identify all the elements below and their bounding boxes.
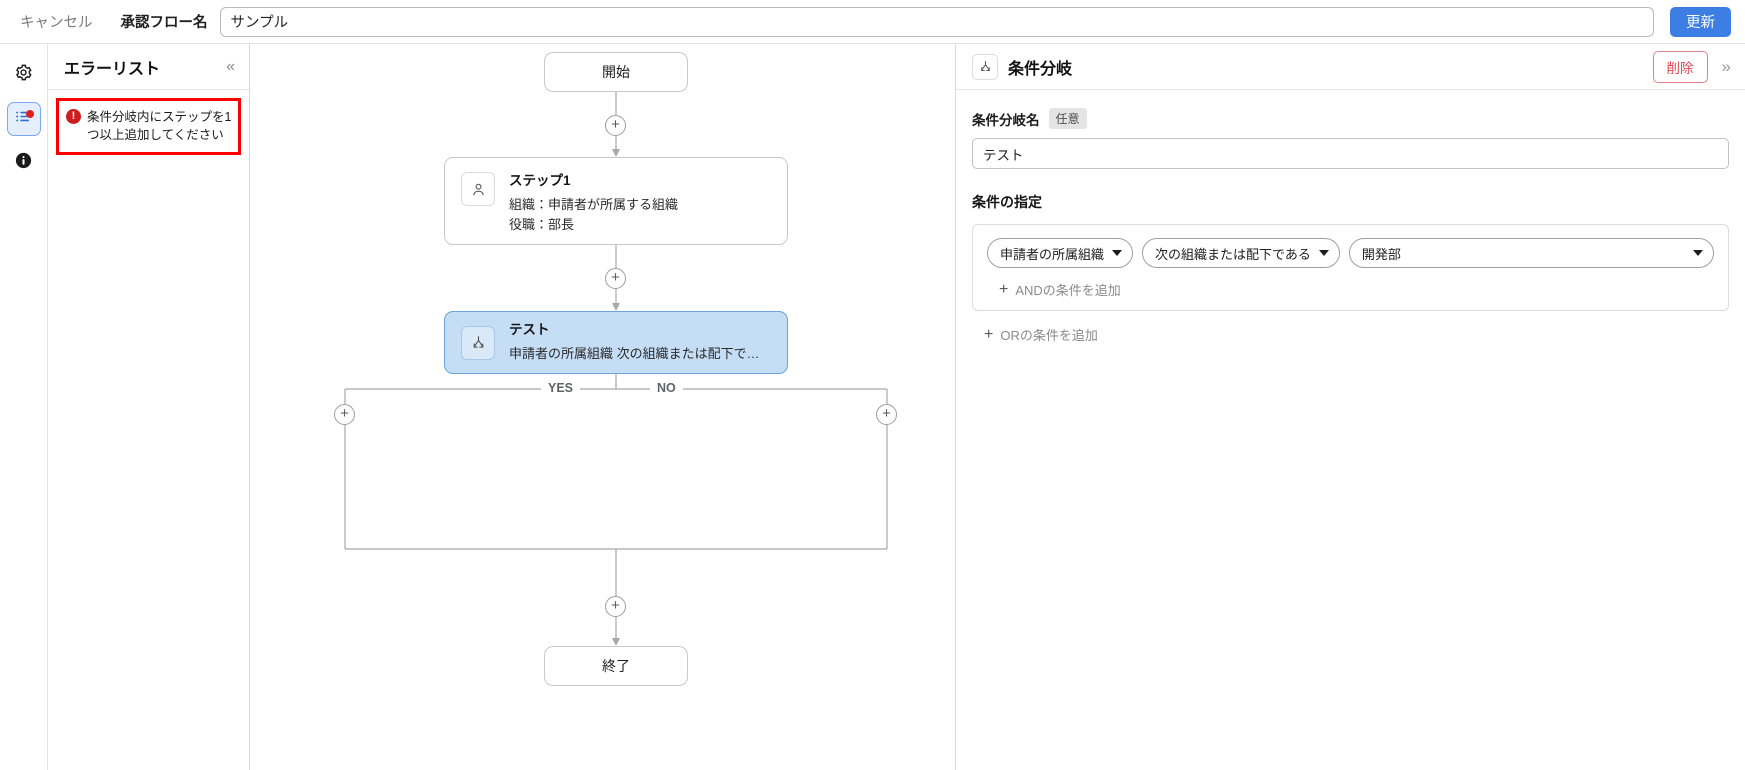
cancel-button[interactable]: キャンセル bbox=[20, 15, 93, 31]
error-count-badge-dot bbox=[25, 110, 34, 118]
flow-node-start-label: 開始 bbox=[602, 64, 630, 80]
condition-row: 申請者の所属組織 次の組織または配下である 開発部 bbox=[987, 238, 1714, 268]
error-list-panel: エラーリスト « ! 条件分岐内にステップを1つ以上追加してください bbox=[48, 44, 250, 770]
flow-canvas-inner: 開始 + ステップ1 組織：申請者が所属する組織 bbox=[250, 44, 955, 770]
plus-icon: + bbox=[999, 280, 1009, 298]
flow-node-condition-branch-line-1: 申請者の所属組織 次の組織または配下であ… bbox=[509, 345, 771, 361]
branch-name-input[interactable] bbox=[972, 138, 1729, 169]
condition-value-select[interactable]: 開発部 bbox=[1348, 238, 1714, 268]
condition-operator-select[interactable]: 次の組織または配下である bbox=[1142, 238, 1340, 268]
branch-icon bbox=[461, 325, 495, 360]
flow-name-label: 承認フロー名 bbox=[120, 15, 208, 31]
branch-name-label: 条件分岐名 bbox=[972, 112, 1040, 128]
add-or-condition-label: ORの条件を追加 bbox=[1000, 328, 1098, 343]
error-list-body: ! 条件分岐内にステップを1つ以上追加してください bbox=[48, 90, 249, 156]
update-button[interactable]: 更新 bbox=[1670, 6, 1731, 37]
branch-name-label-row: 条件分岐名 任意 bbox=[972, 108, 1729, 129]
left-icon-rail bbox=[0, 44, 48, 770]
expand-panel-icon[interactable]: » bbox=[1721, 57, 1731, 76]
condition-group: 申請者の所属組織 次の組織または配下である 開発部 + bbox=[972, 224, 1729, 311]
error-exclamation-icon: ! bbox=[66, 109, 81, 124]
chevron-down-icon bbox=[1318, 250, 1329, 256]
condition-section-title: 条件の指定 bbox=[972, 194, 1042, 210]
condition-value-value: 開発部 bbox=[1361, 246, 1401, 262]
inspector-title: 条件分岐 bbox=[1008, 60, 1073, 78]
chevron-down-icon bbox=[1112, 250, 1123, 256]
error-list-item[interactable]: ! 条件分岐内にステップを1つ以上追加してください bbox=[56, 98, 241, 156]
add-and-condition-button[interactable]: + ANDの条件を追加 bbox=[999, 280, 1121, 299]
flow-node-end-label: 終了 bbox=[602, 658, 630, 674]
flow-node-step-1-line-2: 役職：部長 bbox=[509, 216, 575, 232]
error-message: 条件分岐内にステップを1つ以上追加してください bbox=[87, 110, 232, 143]
optional-badge: 任意 bbox=[1048, 108, 1087, 129]
flow-node-condition-branch[interactable]: テスト 申請者の所属組織 次の組織または配下であ… bbox=[444, 311, 788, 374]
collapse-panel-icon[interactable]: « bbox=[226, 57, 235, 75]
branch-label-yes: YES bbox=[541, 381, 581, 395]
condition-subject-select[interactable]: 申請者の所属組織 bbox=[987, 238, 1134, 268]
flow-node-condition-branch-text: テスト 申請者の所属組織 次の組織または配下であ… bbox=[509, 321, 771, 364]
condition-branch-inspector: 条件分岐 削除 » 条件分岐名 任意 条件の指定 申請者の所属組織 bbox=[955, 44, 1745, 770]
add-step-button-1[interactable]: + bbox=[605, 115, 626, 136]
plus-icon: + bbox=[882, 405, 891, 422]
plus-icon: + bbox=[984, 325, 994, 343]
plus-icon: + bbox=[340, 405, 349, 422]
inspector-body: 条件分岐名 任意 条件の指定 申請者の所属組織 次の組織または配下である bbox=[956, 90, 1745, 344]
flow-node-start[interactable]: 開始 bbox=[544, 52, 688, 92]
branch-icon bbox=[972, 53, 998, 80]
plus-icon: + bbox=[611, 269, 620, 286]
error-list-header: エラーリスト « bbox=[48, 44, 249, 90]
info-icon bbox=[14, 151, 33, 175]
branch-label-no: NO bbox=[650, 381, 683, 395]
add-step-button-no[interactable]: + bbox=[876, 404, 897, 425]
condition-operator-value: 次の組織または配下である bbox=[1155, 246, 1311, 262]
error-list-title: エラーリスト bbox=[64, 60, 161, 78]
add-and-condition-label: ANDの条件を追加 bbox=[1015, 283, 1121, 298]
add-step-button-3[interactable]: + bbox=[605, 596, 626, 617]
add-step-button-yes[interactable]: + bbox=[334, 404, 355, 425]
delete-button[interactable]: 削除 bbox=[1652, 50, 1708, 83]
sidebar-item-settings[interactable] bbox=[7, 58, 41, 92]
gear-icon bbox=[14, 63, 33, 87]
chevron-down-icon bbox=[1693, 250, 1703, 256]
flow-node-step-1[interactable]: ステップ1 組織：申請者が所属する組織 役職：部長 bbox=[444, 157, 788, 245]
flow-name-input[interactable] bbox=[219, 6, 1654, 37]
flow-canvas[interactable]: 開始 + ステップ1 組織：申請者が所属する組織 bbox=[250, 44, 955, 770]
plus-icon: + bbox=[611, 116, 620, 133]
flow-node-step-1-line-1: 組織：申請者が所属する組織 bbox=[509, 196, 679, 212]
flow-node-end[interactable]: 終了 bbox=[544, 646, 688, 686]
person-icon bbox=[461, 172, 495, 206]
add-step-button-2[interactable]: + bbox=[605, 268, 626, 289]
top-toolbar: キャンセル 承認フロー名 更新 bbox=[0, 0, 1745, 44]
add-or-condition-button[interactable]: + ORの条件を追加 bbox=[984, 325, 1098, 344]
plus-icon: + bbox=[611, 597, 620, 614]
flow-node-condition-branch-title: テスト bbox=[509, 322, 550, 338]
flow-node-step-1-title: ステップ1 bbox=[509, 173, 571, 188]
condition-subject-value: 申請者の所属組織 bbox=[1000, 246, 1105, 262]
editor-body: エラーリスト « ! 条件分岐内にステップを1つ以上追加してください bbox=[0, 44, 1745, 770]
flow-node-step-1-text: ステップ1 組織：申請者が所属する組織 役職：部長 bbox=[509, 172, 771, 235]
inspector-header: 条件分岐 削除 » bbox=[956, 44, 1745, 90]
sidebar-item-error-list[interactable] bbox=[6, 102, 41, 136]
sidebar-item-info[interactable] bbox=[7, 146, 41, 180]
